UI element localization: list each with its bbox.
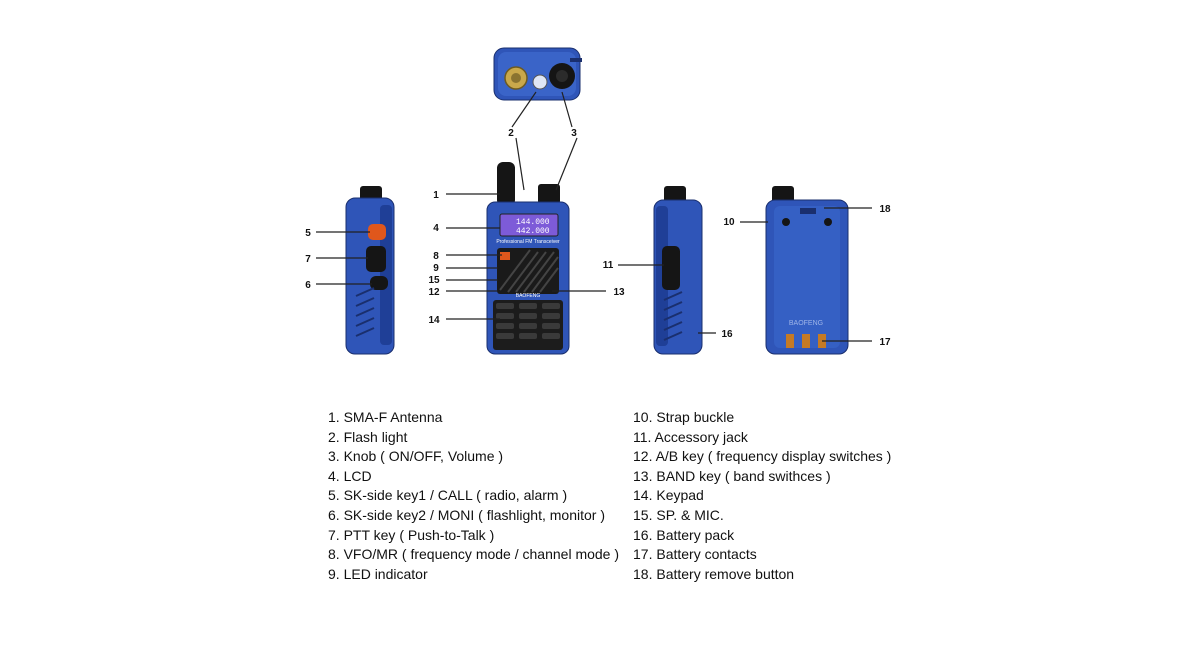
legend-item-3: 3. Knob ( ON/OFF, Volume ) bbox=[328, 448, 504, 465]
legend-item-2: 2. Flash light bbox=[328, 428, 408, 445]
legend-item-15: 15. SP. & MIC. bbox=[633, 506, 724, 523]
legend-item-13: 13. BAND key ( band swithces ) bbox=[633, 467, 831, 484]
legend-item-9: 9. LED indicator bbox=[328, 565, 428, 582]
radio-brand: BAOFENG bbox=[516, 293, 541, 299]
legend-item-16: 16. Battery pack bbox=[633, 526, 735, 543]
callout-10: 10 bbox=[723, 217, 735, 228]
legend-item-17: 17. Battery contacts bbox=[633, 546, 757, 563]
leader-lines bbox=[316, 91, 872, 342]
callout-3: 3 bbox=[571, 128, 577, 139]
radio-diagram: 144.000 442.000 Professional FM Transcei… bbox=[305, 47, 891, 355]
lcd-freq-b: 442.000 bbox=[516, 227, 550, 236]
callout-numbers: 1 2 3 4 5 6 7 8 9 10 11 12 13 14 15 16 1… bbox=[305, 128, 891, 348]
legend-item-11: 11. Accessory jack bbox=[633, 428, 748, 445]
lcd-freq-a: 144.000 bbox=[516, 218, 550, 227]
radio-subtitle: Professional FM Transceiver bbox=[496, 239, 560, 245]
callout-11: 11 bbox=[603, 260, 614, 271]
legend-item-6: 6. SK-side key2 / MONI ( flashlight, mon… bbox=[328, 506, 605, 523]
legend-item-5: 5. SK-side key1 / CALL ( radio, alarm ) bbox=[328, 487, 568, 504]
callout-15: 15 bbox=[428, 275, 440, 286]
callout-2: 2 bbox=[508, 128, 514, 139]
callout-6: 6 bbox=[305, 280, 311, 291]
callout-14: 14 bbox=[428, 315, 440, 326]
callout-9: 9 bbox=[433, 263, 439, 274]
callout-12: 12 bbox=[428, 287, 440, 298]
callout-13: 13 bbox=[613, 287, 625, 298]
callout-17: 17 bbox=[879, 337, 891, 348]
callout-1: 1 bbox=[433, 190, 439, 201]
legend-item-12: 12. A/B key ( frequency display switches… bbox=[633, 448, 892, 465]
legend-right-column: 10. Strap buckle 11. Accessory jack 12. … bbox=[633, 408, 891, 584]
legend-left-column: 1. SMA-F Antenna 2. Flash light 3. Knob … bbox=[328, 408, 619, 584]
radio-front-view: 144.000 442.000 Professional FM Transcei… bbox=[486, 162, 570, 355]
callout-4: 4 bbox=[433, 223, 439, 234]
callout-16: 16 bbox=[721, 329, 733, 340]
radio-right-side-view bbox=[653, 186, 703, 355]
callout-18: 18 bbox=[879, 204, 891, 215]
legend-item-8: 8. VFO/MR ( frequency mode / channel mod… bbox=[328, 546, 620, 563]
legend-item-14: 14. Keypad bbox=[633, 487, 704, 504]
legend-item-1: 1. SMA-F Antenna bbox=[328, 409, 443, 425]
radio-left-side-view bbox=[345, 186, 395, 355]
back-brand: BAOFENG bbox=[789, 320, 823, 327]
legend-item-7: 7. PTT key ( Push-to-Talk ) bbox=[328, 526, 495, 543]
radio-top-view bbox=[493, 47, 582, 101]
callout-8: 8 bbox=[433, 251, 439, 262]
legend-item-18: 18. Battery remove button bbox=[633, 565, 795, 582]
radio-back-view: BAOFENG bbox=[765, 186, 849, 355]
legend-item-10: 10. Strap buckle bbox=[633, 409, 735, 425]
callout-5: 5 bbox=[305, 228, 311, 239]
legend-item-4: 4. LCD bbox=[328, 467, 372, 484]
callout-7: 7 bbox=[305, 254, 311, 265]
